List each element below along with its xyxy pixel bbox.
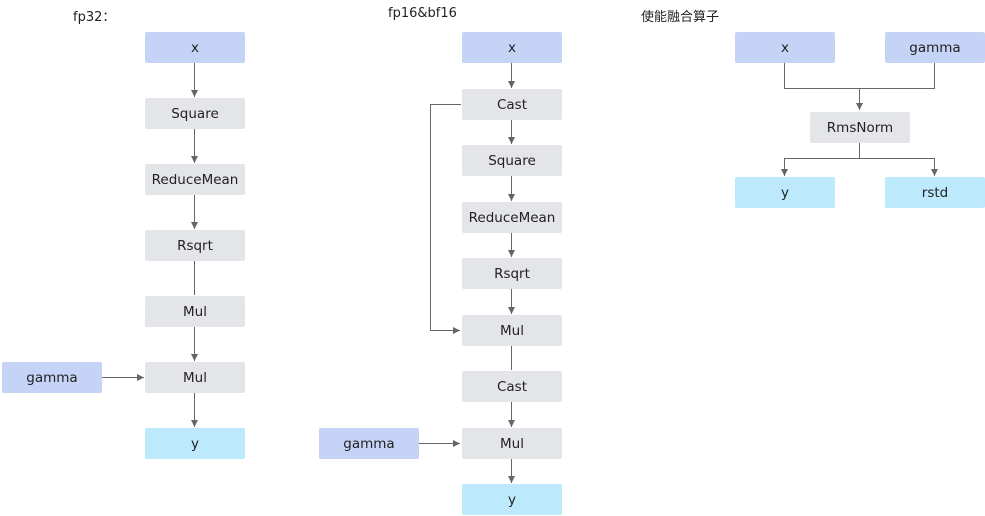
fused-node-y: y <box>735 177 835 208</box>
fp32-node-mul-2: Mul <box>145 362 245 393</box>
fp16-node-rsqrt: Rsqrt <box>462 258 562 289</box>
fp16-node-reducemean: ReduceMean <box>462 202 562 233</box>
fused-panel-title: 使能融合算子 <box>641 10 720 25</box>
fp32-node-mul-1: Mul <box>145 296 245 327</box>
fp32-node-square: Square <box>145 98 245 129</box>
fp32-node-y: y <box>145 428 245 459</box>
fp32-node-rsqrt: Rsqrt <box>145 230 245 261</box>
fp16-node-cast-2: Cast <box>462 371 562 402</box>
fp16-node-mul-1: Mul <box>462 315 562 346</box>
fused-node-gamma: gamma <box>885 32 985 63</box>
fused-node-rstd: rstd <box>885 177 985 208</box>
fp16-node-x: x <box>462 32 562 63</box>
fp16-node-mul-2: Mul <box>462 428 562 459</box>
fused-edge-gamma-rmsnorm <box>859 63 935 89</box>
fp32-node-gamma: gamma <box>2 362 102 393</box>
fp32-node-x: x <box>145 32 245 63</box>
fp16-node-gamma: gamma <box>319 428 419 459</box>
fp32-panel-title: fp32： <box>73 10 116 25</box>
fused-node-x: x <box>735 32 835 63</box>
fused-node-rmsnorm: RmsNorm <box>810 112 910 143</box>
fp16-node-cast-1: Cast <box>462 89 562 120</box>
fp32-node-reducemean: ReduceMean <box>145 164 245 195</box>
fp16-edge-cast-mul-bypass <box>430 104 461 334</box>
fused-edge-rmsnorm-rstd <box>859 158 938 176</box>
fused-edge-rmsnorm-y <box>781 158 860 176</box>
fp16-panel-title: fp16&bf16 <box>388 6 457 21</box>
fp16-node-square: Square <box>462 145 562 176</box>
fused-edge-x-rmsnorm <box>784 63 860 89</box>
fp16-node-y: y <box>462 484 562 515</box>
